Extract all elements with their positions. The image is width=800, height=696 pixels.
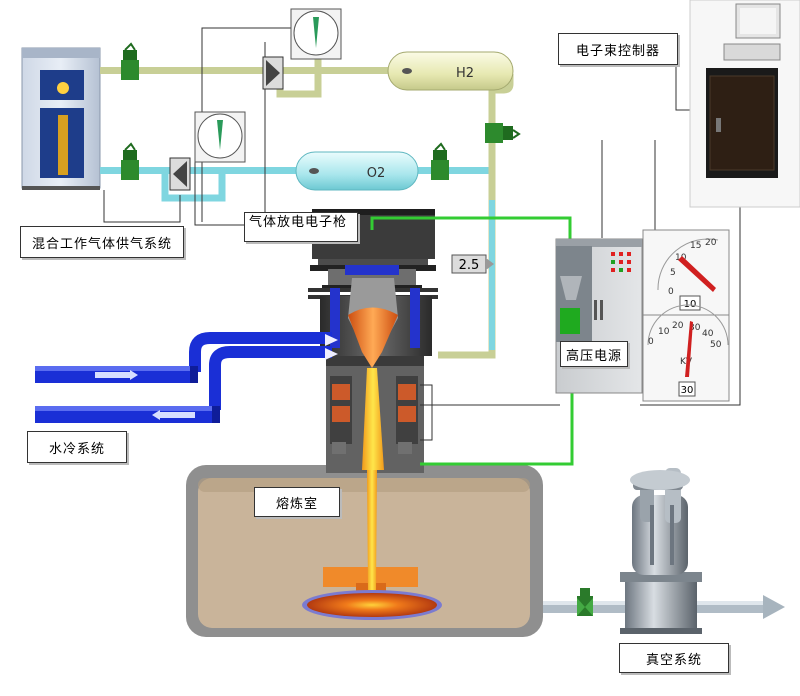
gas-valves bbox=[121, 42, 521, 180]
gas-pipes bbox=[100, 56, 514, 359]
pressure-gauge-o2 bbox=[194, 111, 246, 163]
melting-chamber-label: 熔炼室 bbox=[254, 487, 340, 517]
water-cooling-label: 水冷系统 bbox=[27, 431, 127, 463]
flow-reading-value: 2.5 bbox=[459, 258, 480, 273]
meter1-tick-3: 15 bbox=[690, 241, 701, 251]
vacuum-pump bbox=[620, 468, 702, 634]
voltage-meter: 0 10 20 30 40 50 KV 30 bbox=[642, 304, 730, 402]
o2-tank: O2 bbox=[295, 151, 419, 191]
meter2-tick-4: 40 bbox=[702, 329, 714, 339]
water-cooling-pipes bbox=[35, 332, 338, 423]
o2-tank-label: O2 bbox=[367, 166, 386, 181]
gun-magnet-coils bbox=[330, 265, 420, 454]
hv-power-cabinet bbox=[555, 238, 643, 394]
meter1-value: 10 bbox=[684, 299, 697, 310]
flow-reading: 2.5 bbox=[451, 254, 494, 274]
meter1-tick-4: 20 bbox=[705, 238, 717, 248]
meter2-tick-2: 20 bbox=[672, 321, 684, 331]
gas-discharge-gun-label: 气体放电电子枪 bbox=[244, 212, 358, 242]
vacuum-system-label: 真空系统 bbox=[619, 643, 729, 673]
gas-supply-system-label: 混合工作气体供气系统 bbox=[20, 226, 184, 258]
meter1-tick-0: 0 bbox=[668, 287, 674, 297]
gas-supply-cabinet bbox=[21, 47, 101, 190]
h2-tank-label: H2 bbox=[456, 66, 474, 81]
electron-beam bbox=[348, 278, 398, 590]
current-meter: 0 5 10 15 20 10 bbox=[642, 229, 730, 317]
flow-controllers bbox=[169, 56, 284, 191]
h2-tank: H2 bbox=[387, 51, 514, 91]
hv-wires bbox=[370, 216, 574, 466]
meter2-tick-1: 10 bbox=[658, 327, 670, 337]
vacuum-valve bbox=[577, 588, 593, 616]
meter2-tick-5: 50 bbox=[710, 340, 722, 350]
meter1-tick-1: 5 bbox=[670, 268, 676, 278]
meter2-tick-3: 30 bbox=[689, 323, 701, 333]
meter2-value: 30 bbox=[681, 385, 694, 396]
hv-power-label: 高压电源 bbox=[560, 341, 628, 367]
pressure-gauge-h2 bbox=[290, 8, 342, 60]
eb-controller-computer bbox=[689, 0, 800, 208]
meter2-tick-0: 0 bbox=[648, 337, 654, 347]
eb-controller-label: 电子束控制器 bbox=[558, 33, 678, 65]
